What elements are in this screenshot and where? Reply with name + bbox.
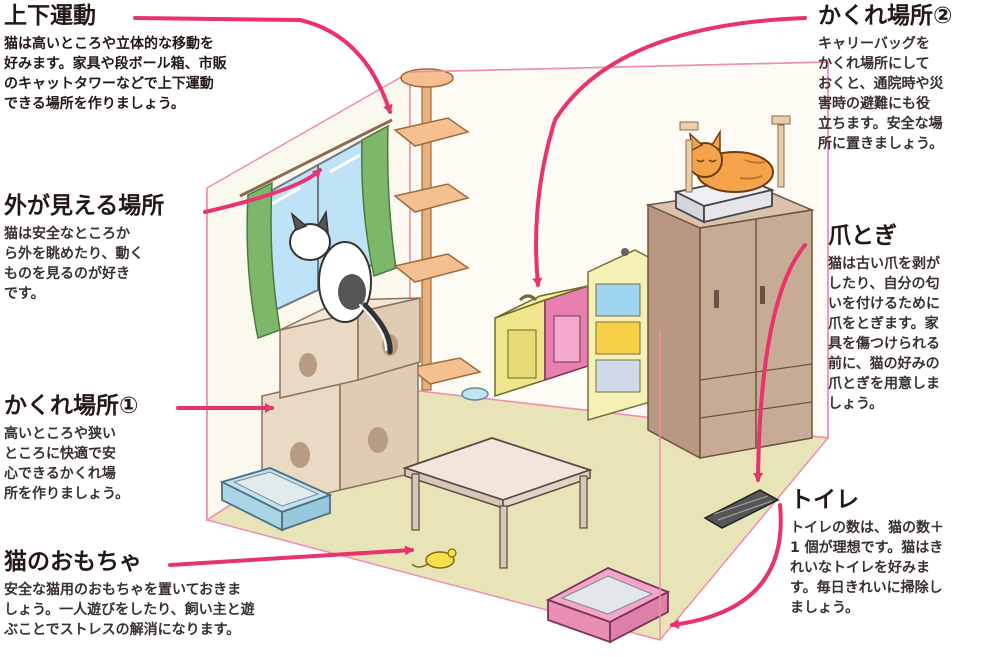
cat-litter-box-icon [219, 467, 333, 532]
callout-toilet-title: トイレ [790, 487, 859, 513]
arrow-toilet [670, 503, 783, 630]
arrow-hide2 [532, 16, 807, 287]
callout-outside-title: 外が見える場所 [4, 193, 165, 219]
callout-hide2-title: かくれ場所② [818, 3, 953, 29]
callout-outside-text: 猫は安全なところか ら外を眺めたり、動く ものを見るのが好き です。 [4, 226, 144, 302]
cat-toy-mouse-icon [411, 548, 457, 569]
scratching-post-icon [703, 489, 780, 529]
orange-cat-icon [687, 129, 774, 193]
callout-arrows [133, 16, 807, 630]
arrow-toy [168, 545, 414, 567]
callout-toy-title: 猫のおもちゃ [4, 549, 142, 575]
arrow-outside [203, 168, 322, 214]
callout-hide1-text: 高いところや狭い ところに快適で安 心できるかくれ場 所を作りましょう。 [4, 426, 130, 502]
pink-litter-box-icon [545, 567, 671, 644]
callout-toy: 猫のおもちゃ 安全な猫用のおもちゃを置いておきま しょう。一人遊びをしたり、飼い… [4, 548, 384, 640]
arrow-claw [753, 243, 807, 482]
low-table-icon [402, 437, 593, 569]
callout-updown: 上下運動 猫は高いところや立体的な移動を 好みます。家具や段ボール箱、市販 のキ… [4, 2, 364, 114]
tuxedo-cat-icon [289, 209, 393, 355]
callout-updown-text: 猫は高いところや立体的な移動を 好みます。家具や段ボール箱、市販 のキャットタワ… [4, 36, 227, 112]
callout-claw-title: 爪とぎ [828, 223, 897, 249]
tall-cat-tower-icon [393, 68, 482, 391]
arrow-updown [133, 16, 393, 114]
callout-claw-text: 猫は古い爪を剥が したり、自分の匂 いを付けるために 爪をとぎます。家 具を傷つ… [828, 256, 940, 412]
callout-claw: 爪とぎ 猫は古い爪を剥が したり、自分の匂 いを付けるために 爪をとぎます。家 … [828, 222, 1003, 414]
water-bowl-icon [461, 387, 489, 401]
wardrobe-icon [645, 187, 815, 460]
callout-hide1-title: かくれ場所① [4, 393, 139, 419]
cube-shelves-icon [494, 284, 589, 398]
callout-toilet-text: トイレの数は、猫の数＋ 1 個が理想です。猫はき れいなトイレを好みま す。毎日… [790, 520, 944, 616]
callout-hide2: かくれ場所② キャリーバッグを かくれ場所にして おくと、通院時や災 害時の避難… [818, 2, 1003, 154]
callout-updown-title: 上下運動 [4, 3, 96, 29]
callout-hide2-text: キャリーバッグを かくれ場所にして おくと、通院時や災 害時の避難にも役 立ちま… [818, 36, 944, 152]
tension-poles [679, 115, 791, 193]
callout-toilet: トイレ トイレの数は、猫の数＋ 1 個が理想です。猫はき れいなトイレを好みま … [790, 486, 1003, 618]
callout-toy-text: 安全な猫用のおもちゃを置いておきま しょう。一人遊びをしたり、飼い主と遊 ぶこと… [4, 582, 255, 638]
perspective-guide-lines [206, 61, 829, 640]
callout-hide1: かくれ場所① 高いところや狭い ところに快適で安 心できるかくれ場 所を作りまし… [4, 392, 204, 504]
bookshelf-icon [587, 248, 651, 421]
callout-outside: 外が見える場所 猫は安全なところか ら外を眺めたり、動く ものを見るのが好き で… [4, 192, 214, 304]
